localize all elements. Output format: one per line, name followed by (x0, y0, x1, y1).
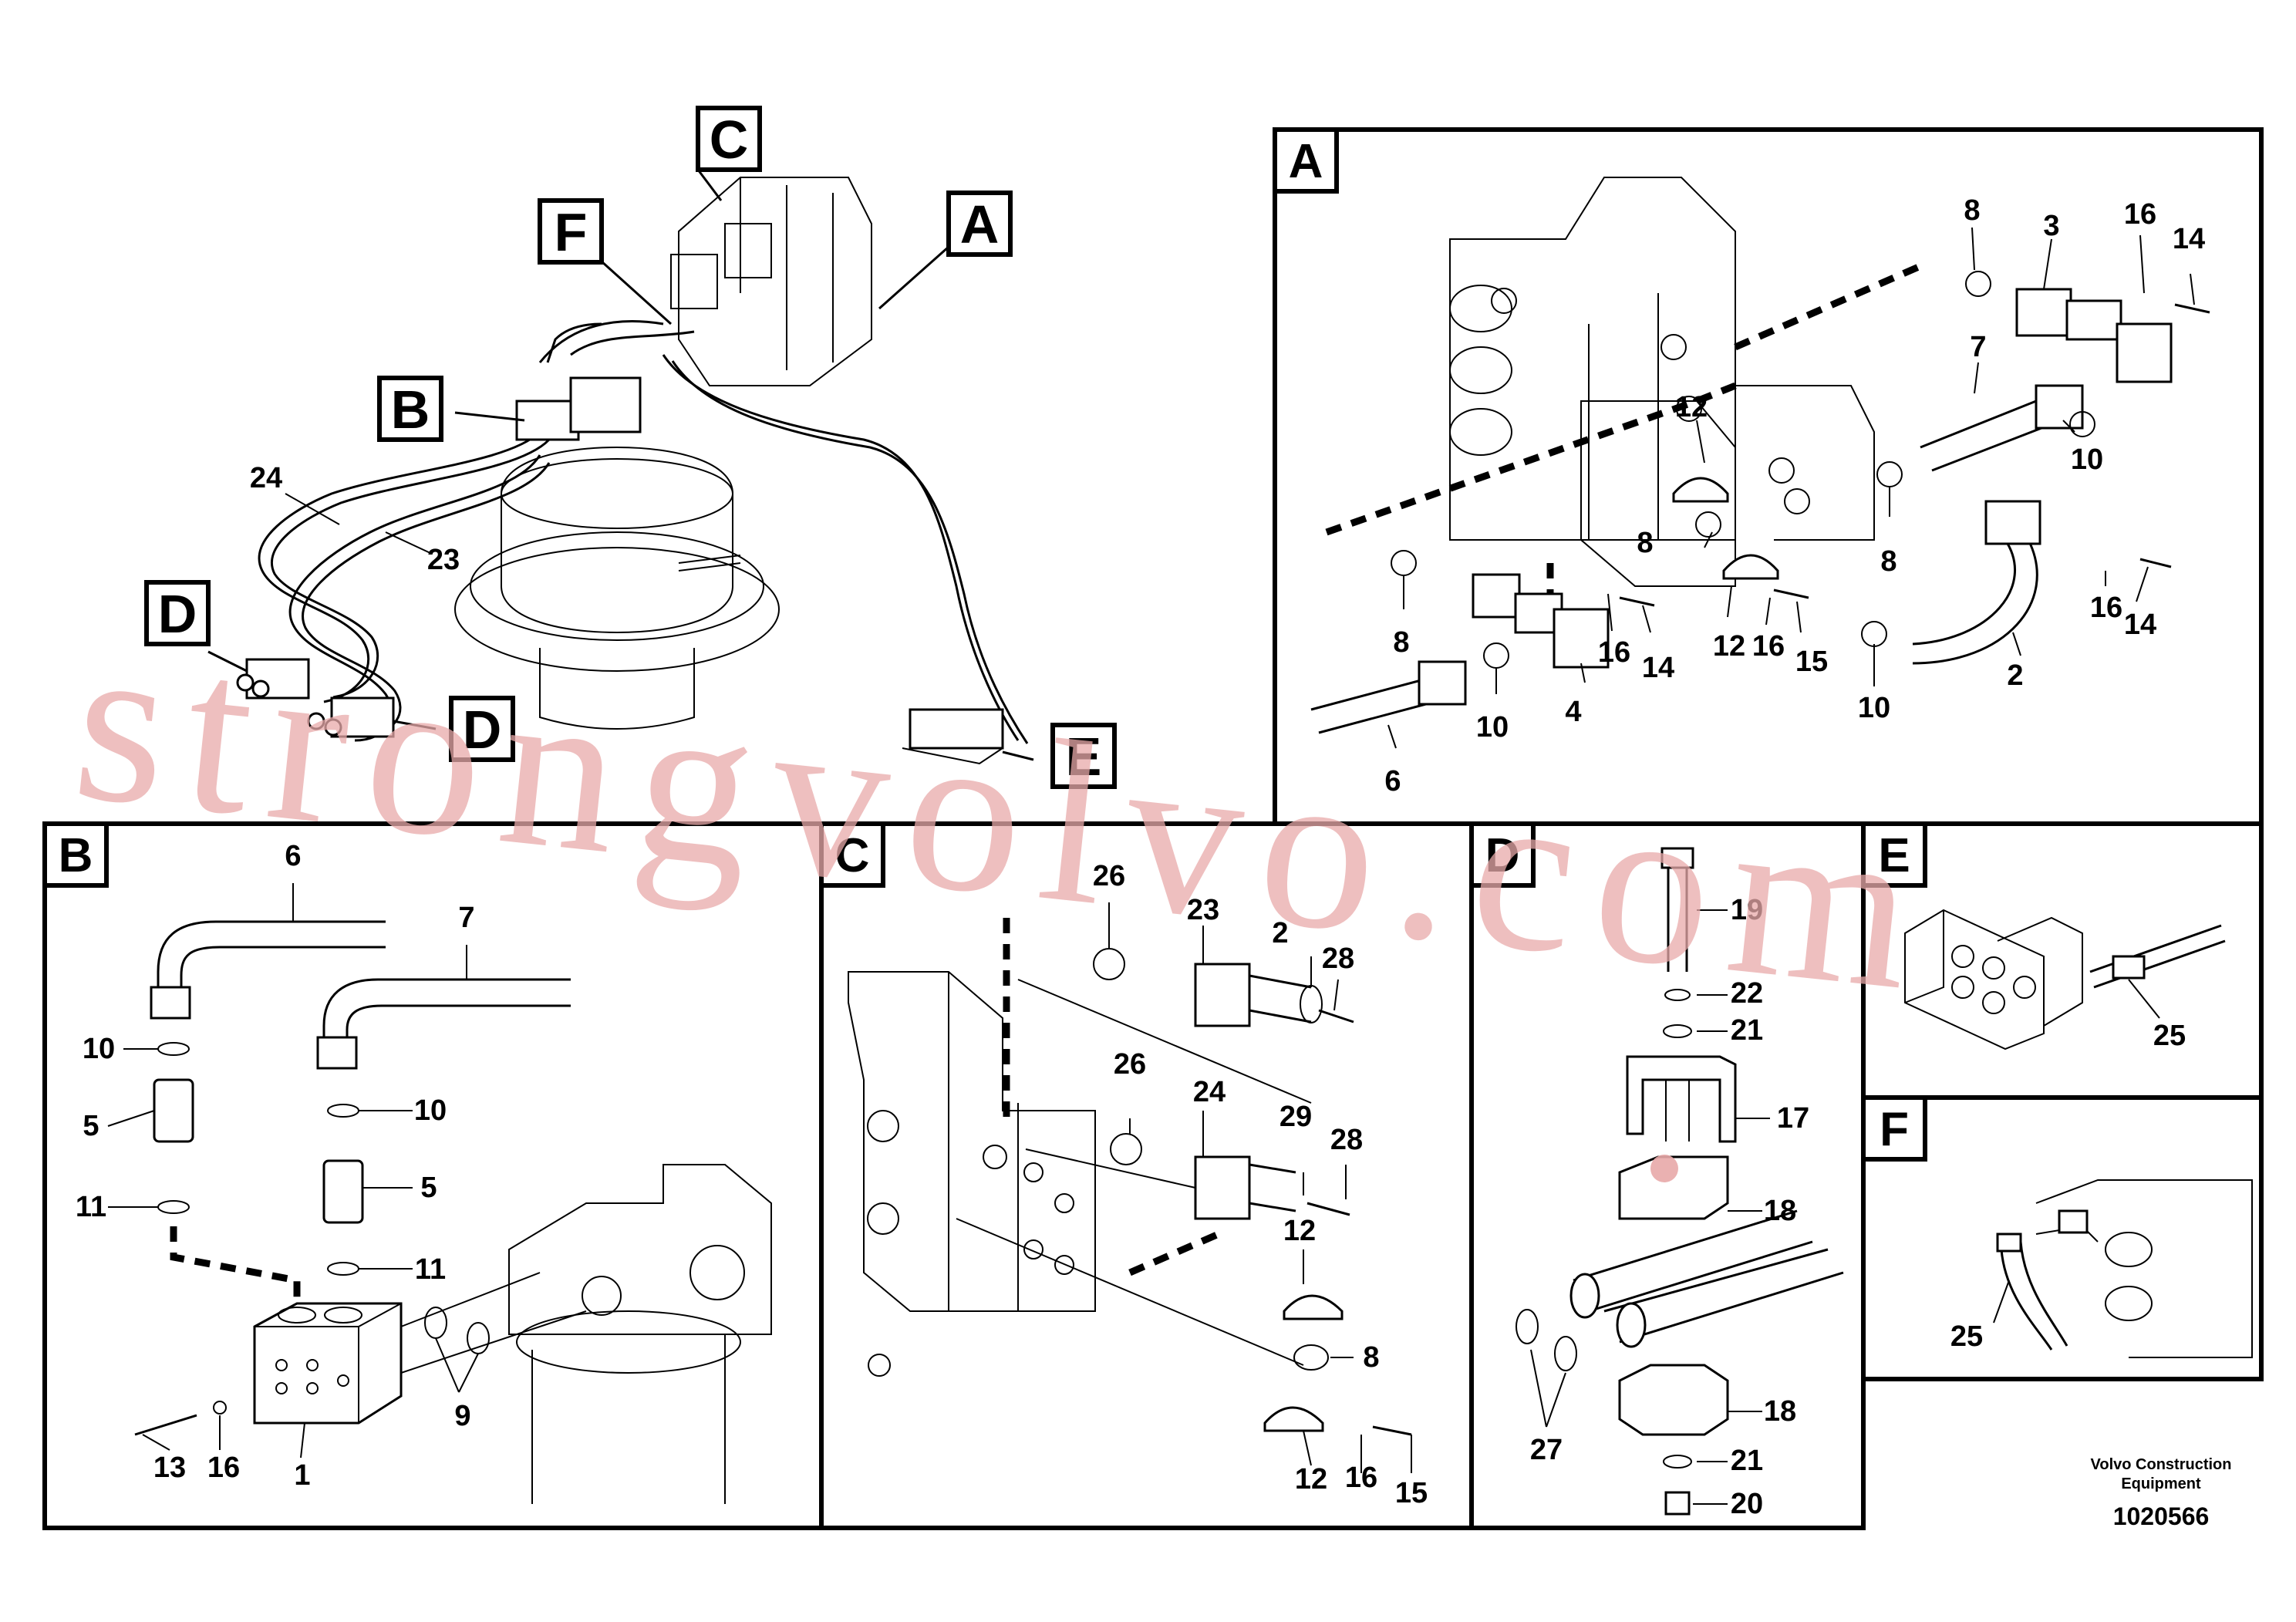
company-name-line-1: Volvo Construction (2091, 1456, 2232, 1473)
overview-label-24: 24 (250, 462, 282, 494)
panel-a-label: 8 (1393, 626, 1409, 659)
panel-d-label: 27 (1530, 1434, 1563, 1466)
panel-b-label: 13 (153, 1452, 186, 1484)
panel-e-letter: E (1878, 829, 1910, 882)
company-name-line-2: Equipment (2121, 1475, 2201, 1492)
panel-a-label: 3 (2043, 210, 2059, 242)
panel-c-label: 24 (1193, 1076, 1226, 1108)
tag-f: F (555, 202, 588, 262)
panel-d-label: 21 (1731, 1445, 1763, 1477)
panel-c-label: 12 (1283, 1215, 1316, 1247)
tag-e: E (1066, 727, 1102, 787)
panel-b-label: 6 (285, 840, 301, 872)
panel-c-label: 8 (1363, 1341, 1379, 1374)
panel-c-label: 26 (1114, 1048, 1146, 1081)
panel-d (1469, 821, 1866, 1530)
panel-b-labels: 6 7 10 10 5 5 11 11 9 13 16 1 (76, 840, 475, 1492)
panel-a-label: 12 (1675, 391, 1708, 423)
panel-c-label: 29 (1279, 1101, 1312, 1133)
document-number: 1020566 (2113, 1502, 2210, 1530)
panel-f (1861, 1095, 2264, 1381)
tag-b: B (391, 379, 430, 440)
panel-b-label: 7 (458, 902, 474, 934)
tag-box-e (1050, 723, 1117, 789)
panel-a-label: 16 (2124, 198, 2156, 231)
panel-d-label: 19 (1731, 894, 1763, 926)
panel-c-label: 15 (1395, 1477, 1428, 1509)
panel-b-label: 11 (76, 1191, 106, 1223)
panel-c-letter: C (835, 829, 870, 882)
tag-d1: D (158, 584, 197, 644)
panel-a-label: 10 (1476, 711, 1509, 744)
panel-d-letter: D (1485, 829, 1520, 882)
panel-d-label: 18 (1764, 1395, 1796, 1428)
panel-a-label: 10 (2071, 443, 2103, 476)
panel-c-label: 26 (1093, 860, 1125, 892)
panel-b-label: 9 (454, 1400, 470, 1432)
panel-b-label: 10 (414, 1094, 447, 1127)
panel-b-letter: B (59, 829, 93, 882)
panel-b (42, 821, 824, 1530)
panel-d-label: 20 (1731, 1488, 1763, 1520)
overview-drawing (207, 169, 1034, 765)
tag-c: C (710, 110, 749, 170)
panel-d-label: 22 (1731, 977, 1763, 1010)
panel-a-label: 14 (2173, 223, 2205, 255)
panel-a-label: 8 (1637, 527, 1653, 559)
tag-a: A (960, 194, 1000, 255)
tag-box-b (377, 376, 443, 442)
tag-box-d2 (449, 696, 515, 762)
panel-c-label: 2 (1272, 917, 1288, 949)
tag-box-f (538, 198, 604, 265)
panel-b-label: 1 (294, 1459, 310, 1492)
panel-c-label: 16 (1345, 1462, 1377, 1494)
panel-a-label: 14 (2124, 609, 2156, 641)
tag-box-a (946, 191, 1013, 257)
panel-c-label: 12 (1295, 1463, 1327, 1496)
panel-a-label: 16 (1752, 630, 1785, 663)
panel-c-label: 23 (1187, 894, 1219, 926)
tag-d2: D (463, 700, 502, 760)
panel-a-label: 2 (2007, 659, 2023, 692)
panel-b-label: 5 (83, 1110, 99, 1142)
panel-a-label: 16 (1598, 636, 1630, 669)
panel-a-label: 14 (1642, 652, 1674, 684)
panel-a (1273, 127, 2264, 826)
panel-b-label: 10 (83, 1033, 115, 1065)
panel-a-label: 7 (1970, 331, 1986, 363)
panel-e-label: 25 (2153, 1020, 2186, 1052)
panel-d-label: 18 (1764, 1195, 1796, 1227)
panel-a-label: 8 (1964, 194, 1980, 227)
panel-a-label: 4 (1565, 696, 1581, 728)
panel-a-label: 16 (2090, 592, 2122, 624)
tag-box-d1 (144, 580, 211, 646)
panel-a-label: 10 (1858, 692, 1890, 724)
panel-d-labels: 19 22 21 17 18 27 18 21 20 (1530, 894, 1809, 1520)
tag-box-c (696, 106, 762, 172)
panel-d-label: 21 (1731, 1014, 1763, 1047)
panel-a-label: 15 (1795, 646, 1828, 678)
panel-a-label: 8 (1880, 545, 1896, 578)
panel-c-label: 28 (1330, 1124, 1363, 1156)
panel-d-label: 17 (1777, 1102, 1809, 1135)
panel-a-label: 6 (1384, 765, 1401, 798)
panel-a-labels: 8 3 16 14 7 12 10 8 8 16 14 12 16 15 8 1… (1384, 194, 2205, 798)
panel-f-label: 25 (1950, 1320, 1983, 1353)
panel-c-labels: 26 23 2 28 26 24 29 28 12 8 12 16 15 (1093, 860, 1428, 1509)
panel-b-label: 11 (415, 1253, 446, 1286)
panel-b-label: 16 (207, 1452, 240, 1484)
panel-f-letter: F (1880, 1103, 1909, 1156)
panel-b-label: 5 (420, 1172, 437, 1204)
panel-a-letter: A (1289, 135, 1323, 188)
panel-a-label: 12 (1713, 630, 1745, 663)
overview-label-23: 23 (427, 544, 460, 576)
panel-c-label: 28 (1322, 943, 1354, 975)
